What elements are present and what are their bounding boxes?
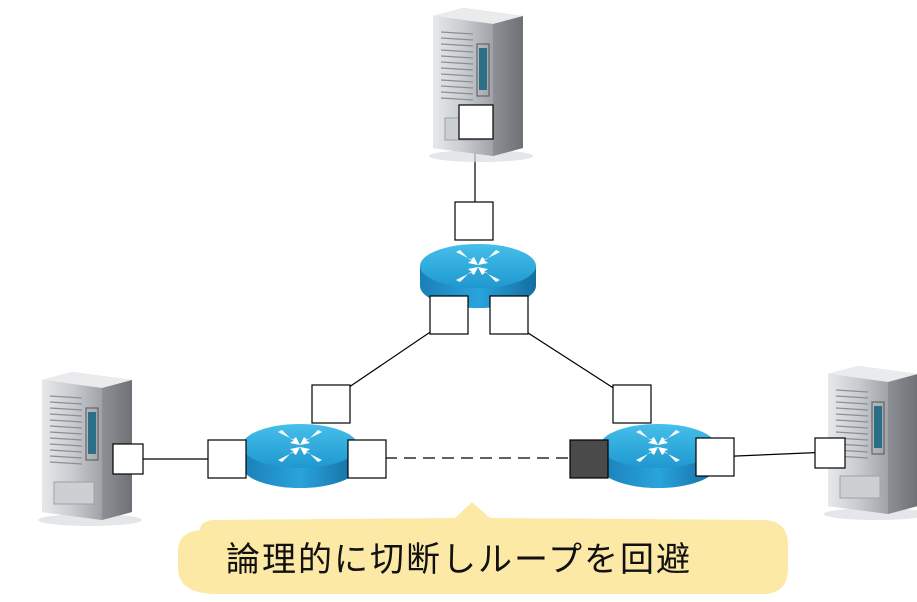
port-router-top-right: [489, 295, 529, 335]
link-router-top-router-right: [507, 319, 633, 401]
callout-text: 論理的に切断しループを回避: [226, 540, 692, 580]
port-router-right-blocked: [569, 439, 609, 479]
port-server-left: [112, 443, 144, 475]
port-router-left-west: [207, 439, 247, 479]
callout: 論理的に切断しループを回避: [178, 502, 788, 594]
router-icon: [242, 424, 358, 488]
callout-bubble: [178, 502, 788, 594]
port-router-right-east: [695, 437, 735, 477]
port-router-top-left: [429, 295, 469, 335]
port-server-right: [814, 437, 846, 469]
port-router-left-uplink: [311, 384, 351, 424]
port-router-top-uplink: [454, 201, 494, 241]
router-left: [242, 424, 358, 488]
port-router-right-uplink: [612, 384, 652, 424]
ports: [112, 104, 846, 479]
port-router-left-east: [347, 439, 387, 479]
port-server-top: [458, 104, 494, 140]
